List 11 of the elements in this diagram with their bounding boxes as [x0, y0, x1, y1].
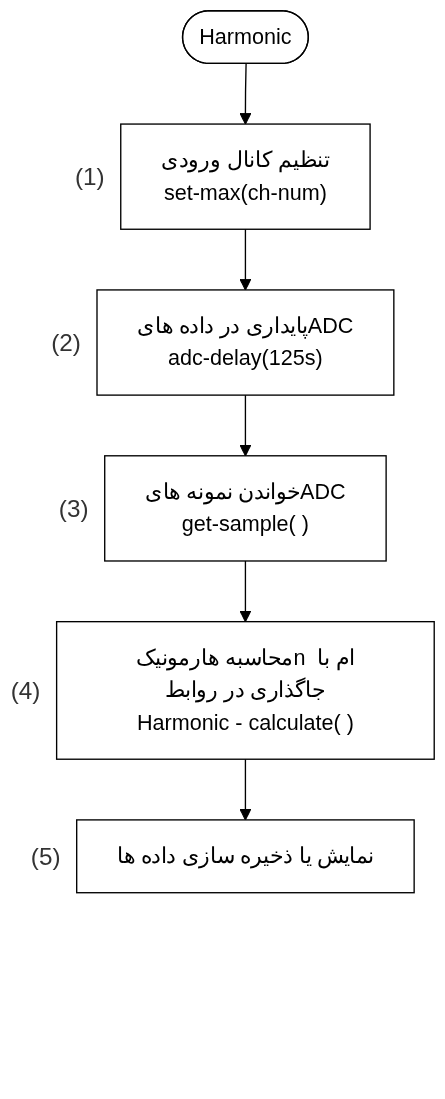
step-number: (5) — [30, 842, 61, 870]
arrow — [239, 228, 252, 291]
arrow — [239, 394, 252, 457]
step-number: (3) — [58, 494, 89, 522]
step-number: (2) — [51, 329, 81, 356]
step-number: (4) — [10, 676, 41, 704]
step-number: (1) — [74, 163, 105, 191]
node-box: نمایش یا ذخیره سازی داده ها — [76, 819, 415, 894]
arrow — [239, 560, 252, 623]
arrow — [239, 758, 252, 821]
arrow — [239, 63, 252, 125]
